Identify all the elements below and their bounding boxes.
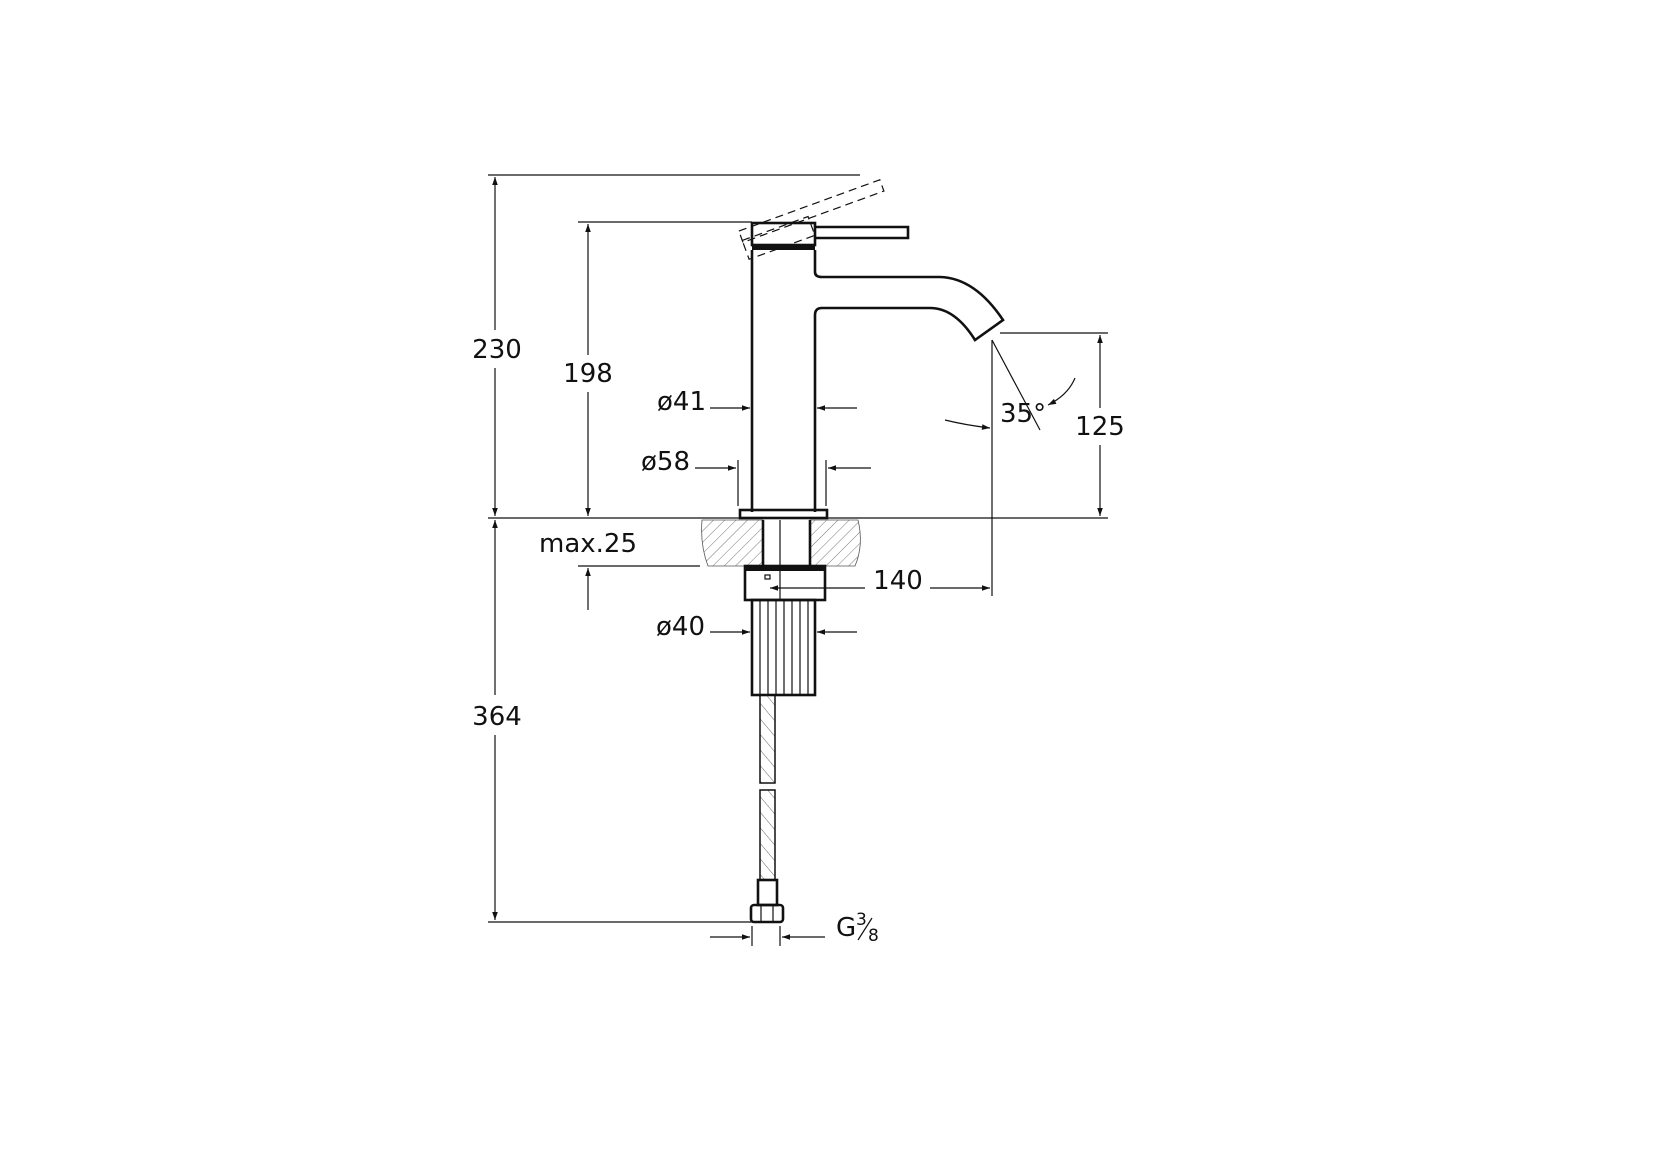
dim-hose-length: 364 — [472, 702, 522, 732]
dimension-lines — [492, 177, 1103, 940]
thread-denominator: 8 — [868, 926, 879, 946]
extension-lines — [488, 174, 1108, 946]
dim-connection-thread: G 3 8 — [836, 910, 879, 946]
dim-spout-height: 125 — [1075, 412, 1125, 442]
shank-flutes — [759, 600, 809, 695]
thread-prefix: G — [836, 913, 856, 943]
faucet-body — [738, 221, 1005, 697]
dim-body-diameter: ø41 — [657, 387, 706, 417]
dim-spout-angle: 35° — [1000, 399, 1046, 429]
dim-body-height: 198 — [563, 359, 613, 389]
dim-shank-diameter: ø40 — [656, 612, 705, 642]
dim-base-diameter: ø58 — [641, 447, 690, 477]
countertop-section — [701, 519, 861, 567]
dim-spout-reach: 140 — [873, 566, 923, 596]
flexible-hose — [749, 694, 785, 924]
thread-numerator: 3 — [856, 910, 867, 930]
dim-total-height: 230 — [472, 335, 522, 365]
dim-max-counter-thickness: max.25 — [539, 529, 637, 559]
